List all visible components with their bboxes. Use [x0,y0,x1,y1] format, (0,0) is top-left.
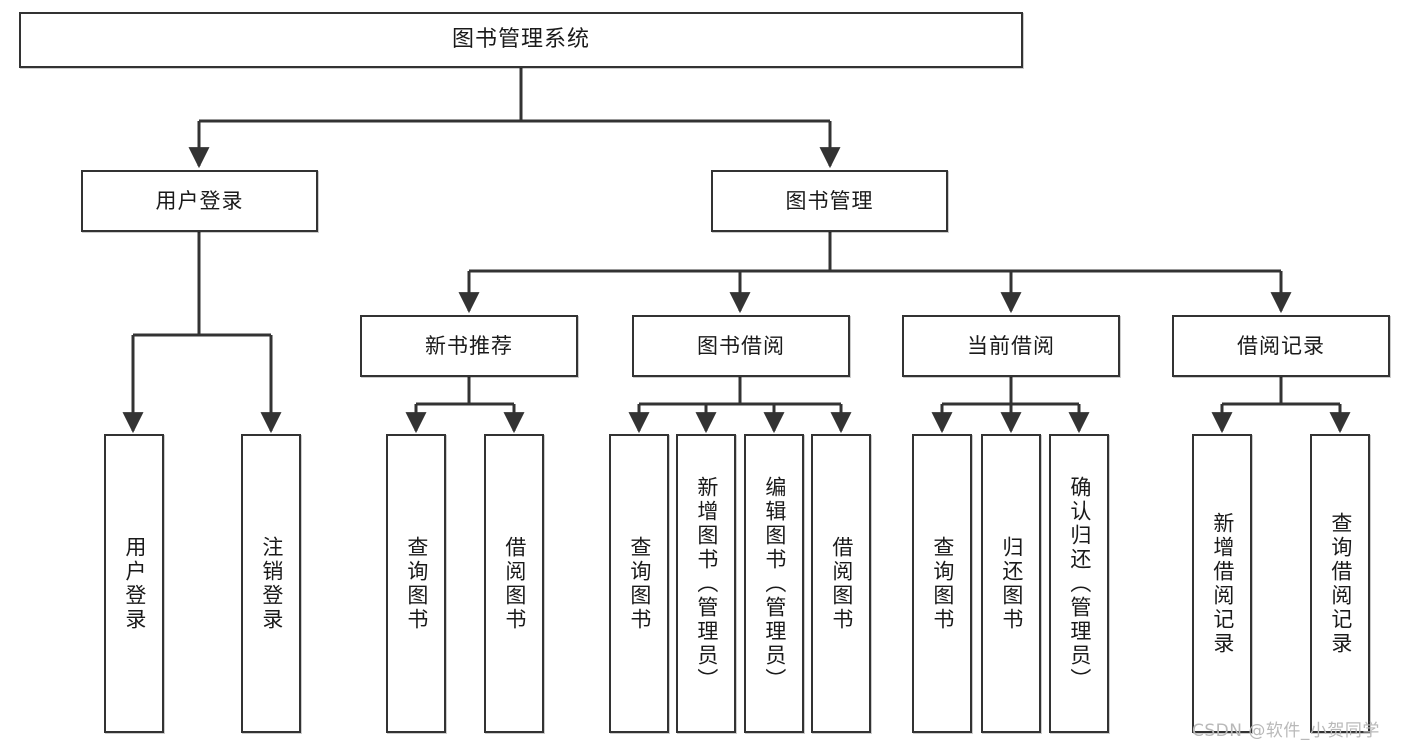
node-leaf-query-book-1-label: 查询图书 [404,535,429,632]
node-leaf-user-login[interactable]: 用户登录 [104,434,164,733]
node-leaf-query-book-1[interactable]: 查询图书 [386,434,446,733]
node-book-borrow-label: 图书借阅 [697,333,785,358]
node-borrow-record[interactable]: 借阅记录 [1172,315,1390,377]
node-leaf-query-book-2[interactable]: 查询图书 [609,434,669,733]
node-leaf-add-book[interactable]: 新增图书（管理员） [676,434,736,733]
node-borrow-record-label: 借阅记录 [1237,333,1325,358]
node-root[interactable]: 图书管理系统 [19,12,1023,68]
node-user-login-label: 用户登录 [155,188,244,213]
node-leaf-edit-book[interactable]: 编辑图书（管理员） [744,434,804,733]
node-leaf-user-logout[interactable]: 注销登录 [241,434,301,733]
node-leaf-return-book-label: 归还图书 [999,535,1024,632]
node-new-book-recommend[interactable]: 新书推荐 [360,315,578,377]
node-leaf-query-record-label: 查询借阅记录 [1328,511,1353,656]
node-root-label: 图书管理系统 [451,27,590,53]
node-leaf-user-logout-label: 注销登录 [259,535,284,632]
node-book-borrow[interactable]: 图书借阅 [632,315,850,377]
node-leaf-borrow-book-2[interactable]: 借阅图书 [811,434,871,733]
node-leaf-add-record[interactable]: 新增借阅记录 [1192,434,1252,733]
node-leaf-borrow-book-2-label: 借阅图书 [829,535,854,632]
node-leaf-add-record-label: 新增借阅记录 [1210,511,1235,656]
node-leaf-query-book-2-label: 查询图书 [627,535,652,632]
node-leaf-borrow-book-1-label: 借阅图书 [502,535,527,632]
node-book-manage-label: 图书管理 [785,188,874,213]
node-leaf-query-record[interactable]: 查询借阅记录 [1310,434,1370,733]
csdn-watermark: CSDN @软件_小贺同学 [1192,721,1380,741]
node-leaf-add-book-label: 新增图书（管理员） [694,475,719,692]
node-leaf-user-login-label: 用户登录 [122,535,147,632]
node-leaf-return-book[interactable]: 归还图书 [981,434,1041,733]
node-leaf-confirm-return[interactable]: 确认归还（管理员） [1049,434,1109,733]
node-leaf-confirm-return-label: 确认归还（管理员） [1067,475,1092,692]
node-book-manage[interactable]: 图书管理 [711,170,948,232]
node-leaf-query-book-3[interactable]: 查询图书 [912,434,972,733]
node-current-borrow[interactable]: 当前借阅 [902,315,1120,377]
node-leaf-query-book-3-label: 查询图书 [930,535,955,632]
node-user-login[interactable]: 用户登录 [81,170,318,232]
node-leaf-edit-book-label: 编辑图书（管理员） [762,475,787,692]
node-leaf-borrow-book-1[interactable]: 借阅图书 [484,434,544,733]
node-new-book-recommend-label: 新书推荐 [425,333,513,358]
node-current-borrow-label: 当前借阅 [967,333,1055,358]
